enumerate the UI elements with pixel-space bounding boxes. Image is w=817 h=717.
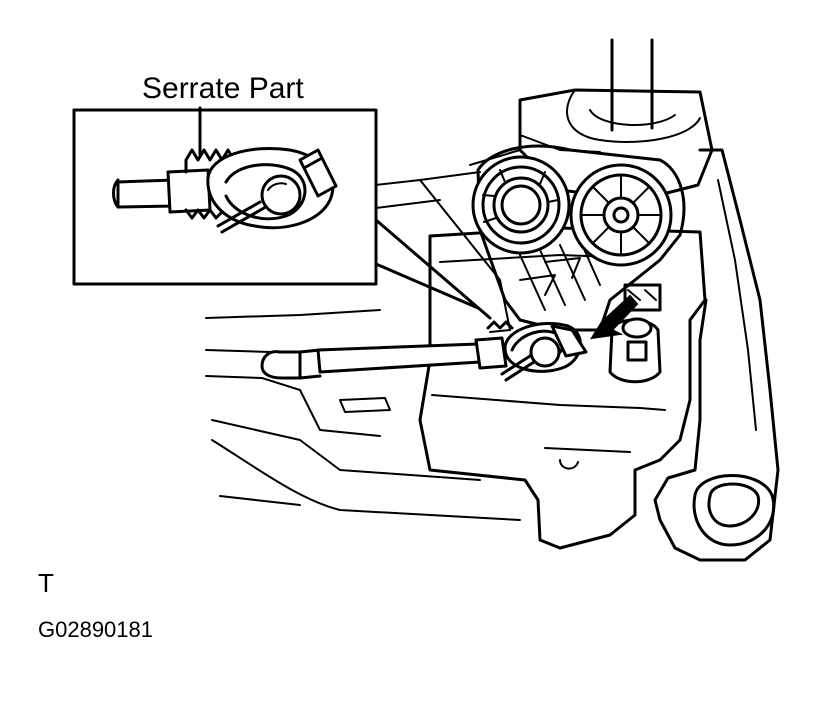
figure-id: G02890181 (38, 617, 153, 642)
serrate-part-callout (72, 106, 378, 286)
serrate-part-label: Serrate Part (142, 72, 304, 105)
view-label: T (38, 568, 54, 598)
callout-leader (374, 218, 492, 320)
cable-clip (500, 294, 639, 382)
shift-lever-assembly (205, 38, 780, 562)
shift-cable (260, 320, 514, 380)
